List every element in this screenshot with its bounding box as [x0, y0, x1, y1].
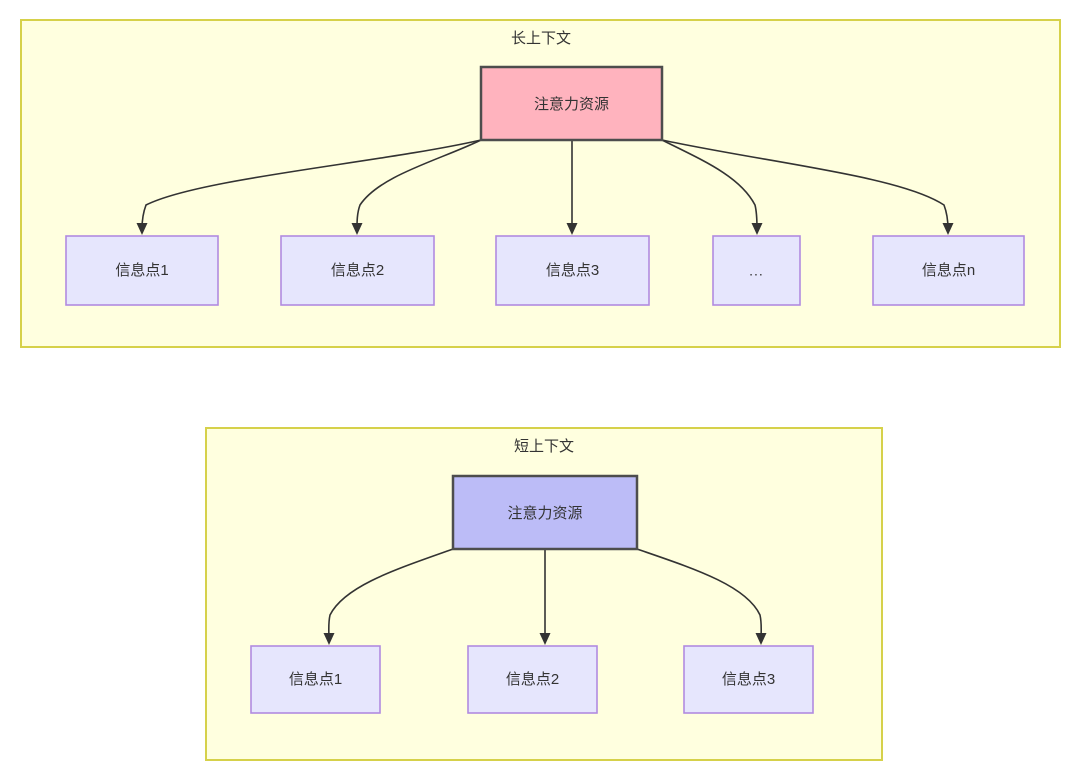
node-root-short-context-rect[interactable] [451, 474, 639, 551]
edge-root-to-leaf-1 [141, 139, 482, 230]
group-short-context: 短上下文 注意力资源 信息点1 [205, 427, 883, 761]
edge-root-to-leaf-1-short [327, 548, 454, 640]
node-leaf-short-3-label: 信息点3 [722, 671, 775, 688]
node-leaf-long-5-rect[interactable] [872, 235, 1025, 306]
arrow-head-leaf-2-short [539, 633, 551, 645]
edge-root-to-leaf-4 [661, 139, 758, 230]
node-root-long-context-rect[interactable] [479, 65, 664, 142]
node-leaf-long-1[interactable]: 信息点1 [65, 235, 219, 306]
arrow-head-leaf-2 [351, 223, 363, 235]
node-root-long-context-label: 注意力资源 [534, 95, 609, 113]
node-leaf-long-3[interactable]: 信息点3 [495, 235, 650, 306]
node-leaf-long-2-rect[interactable] [280, 235, 435, 306]
node-leaf-short-2-rect[interactable] [467, 645, 598, 714]
arrow-head-leaf-1-short [323, 633, 335, 645]
node-root-long-context[interactable]: 注意力资源 [479, 65, 664, 142]
edge-root-to-leaf-5 [661, 139, 949, 230]
node-root-short-context[interactable]: 注意力资源 [451, 474, 639, 551]
arrow-head-leaf-1 [136, 223, 148, 235]
arrow-head-leaf-3 [566, 223, 578, 235]
node-leaf-short-3-rect[interactable] [683, 645, 814, 714]
node-leaf-short-1-label: 信息点1 [289, 671, 342, 688]
node-leaf-short-2[interactable]: 信息点2 [467, 645, 598, 714]
node-leaf-long-1-rect[interactable] [65, 235, 219, 306]
group-title-short-context: 短上下文 [514, 438, 574, 455]
node-leaf-long-3-label: 信息点3 [546, 262, 599, 279]
node-leaf-long-4-label: ... [749, 263, 764, 279]
node-leaf-long-4[interactable]: ... [712, 235, 801, 306]
node-leaf-long-2[interactable]: 信息点2 [280, 235, 435, 306]
edges-long-context [136, 139, 954, 235]
node-leaf-long-2-label: 信息点2 [331, 262, 384, 279]
node-leaf-long-5[interactable]: 信息点n [872, 235, 1025, 306]
edge-root-to-leaf-2 [356, 139, 482, 230]
node-leaf-long-4-rect[interactable] [712, 235, 801, 306]
node-leaf-short-1-rect[interactable] [250, 645, 381, 714]
node-leaf-short-2-label: 信息点2 [506, 671, 559, 688]
node-leaf-short-1[interactable]: 信息点1 [250, 645, 381, 714]
node-root-short-context-label: 注意力资源 [507, 504, 582, 522]
node-leaf-long-3-rect[interactable] [495, 235, 650, 306]
edge-root-to-leaf-3-short [636, 548, 763, 640]
group-long-context: 长上下文 注 [20, 19, 1061, 348]
arrow-head-leaf-5 [942, 223, 954, 235]
arrow-head-leaf-3-short [755, 633, 767, 645]
group-title-long-context: 长上下文 [511, 30, 571, 47]
node-leaf-long-5-label: 信息点n [922, 262, 975, 279]
edges-short-context [323, 548, 767, 645]
node-leaf-long-1-label: 信息点1 [115, 262, 168, 279]
node-leaf-short-3[interactable]: 信息点3 [683, 645, 814, 714]
arrow-head-leaf-4 [751, 223, 763, 235]
